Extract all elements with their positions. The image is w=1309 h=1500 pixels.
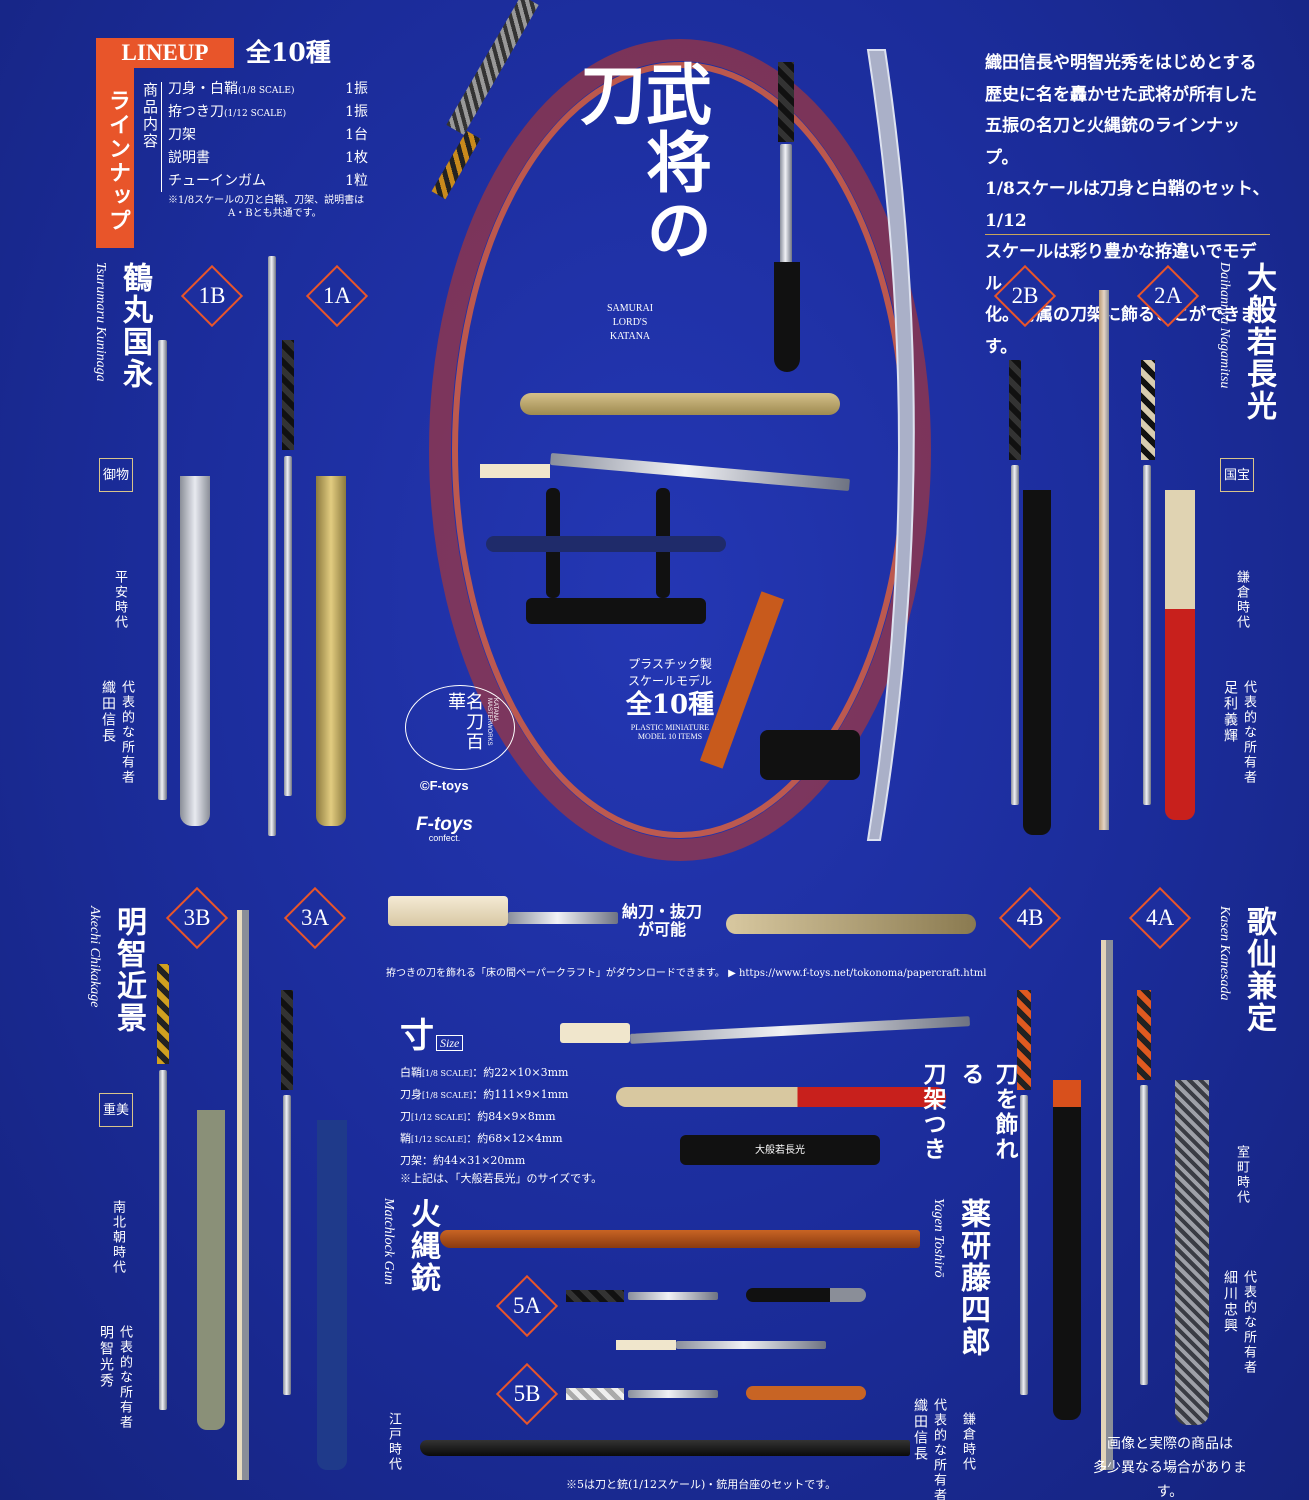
sword-2-seal: 国宝 (1220, 458, 1254, 492)
intro-divider (985, 234, 1270, 235)
size-table: 白鞘[1/8 SCALE]：約22×10×3mm 刀身[1/8 SCALE]：約… (400, 1062, 569, 1171)
badge-5b-marker: 5B (495, 1362, 559, 1426)
sword-4-owner-label: 代表的な所有者 (1240, 1270, 1256, 1375)
yagen-owner: 織田信長 (912, 1398, 928, 1462)
shirasaya-image (480, 452, 860, 522)
sword-1-seal: 御物 (99, 458, 133, 492)
gun-name: 火縄銃 (405, 1198, 440, 1294)
contents-label: 商品内容 (140, 82, 162, 192)
tanto-image-5a (566, 1286, 886, 1316)
sword-3-owner: 明智光秀 (98, 1325, 114, 1389)
lineup-tag: LINEUP (96, 38, 234, 68)
yagen-romaji: Yagen Toshirō (931, 1198, 946, 1278)
size-row: 刀[1/12 SCALE]：約84×9×8mm (400, 1110, 556, 1123)
stand-display-image: 大般若長光 (560, 1015, 980, 1175)
center-model-text: プラスチック製 スケールモデル 全10種 PLASTIC MINIATURE M… (625, 657, 715, 741)
lineup-box: LINEUP 全10種 ラインナップ 商品内容 刀身・白鞘(1/8 SCALE)… (96, 38, 368, 248)
lineup-vertical-label: ラインナップ (96, 68, 134, 248)
lineup-item: 拵つき刀(1/12 SCALE)1振 (168, 104, 368, 120)
stand-feature-label: 刀を飾れる 刀架つき (919, 1062, 1018, 1162)
gun-image-5a (440, 1226, 920, 1256)
sword-1-owner: 織田信長 (100, 680, 116, 744)
sword-3-romaji: Akechi Chikakage (87, 906, 102, 1008)
sword-4-era: 室町時代 (1234, 1145, 1249, 1205)
papercraft-note: 拵つきの刀を飾れる「床の間ペーパークラフト」がダウンロードできます。 ▶ htt… (386, 968, 987, 979)
intro-text: 織田信長や明智光秀をはじめとする 歴史に名を轟かせた武将が所有した 五振の名刀と… (985, 53, 1270, 357)
sword-2-name: 大般若長光 (1241, 262, 1276, 422)
stand-label: 大般若長光 (755, 1145, 805, 1156)
sword-4-image-set (1005, 940, 1225, 1470)
sword-4-romaji: Kasen Kanesada (1217, 906, 1232, 1001)
gun-image-5b (420, 1430, 910, 1470)
center-sword-image (772, 62, 802, 372)
badge-3b: 3B (165, 886, 229, 950)
sword-2-image-set (995, 290, 1215, 835)
yagen-name: 薬研藤四郎 (955, 1198, 990, 1358)
yagen-era: 鎌倉時代 (960, 1412, 975, 1472)
badge-2b: 2B (993, 264, 1057, 328)
sword-2-owner: 足利義輝 (1222, 680, 1238, 744)
sword-2-era: 鎌倉時代 (1234, 570, 1249, 630)
sword-2-romaji: Daihannya Nagamitsu (1217, 262, 1232, 389)
size-row: 白鞘[1/8 SCALE]：約22×10×3mm (400, 1066, 569, 1079)
copyright-text: ©F-toys (420, 778, 469, 793)
sword-3-image-set (145, 910, 355, 1490)
lineup-items: 刀身・白鞘(1/8 SCALE)1振 拵つき刀(1/12 SCALE)1振 刀架… (168, 78, 368, 220)
tanto-image-5b (566, 1384, 886, 1414)
badge-3a: 3A (283, 886, 347, 950)
badge-1a: 1A (305, 264, 369, 328)
sword-stand-image (486, 478, 726, 628)
size-row: 刀架：約44×31×20mm (400, 1154, 526, 1167)
title-text: 武将の刀 (569, 60, 713, 264)
sword-4-name: 歌仙兼定 (1241, 906, 1276, 1034)
gun-note: ※5は刀と銃(1/12スケール)・銃用台座のセットです。 (566, 1478, 837, 1491)
sword-3-name: 明智近景 (111, 906, 146, 1034)
matchlock-gun-image-center (699, 590, 870, 790)
yagen-owner-label: 代表的な所有者 (930, 1398, 946, 1500)
sword-1-name: 鶴丸国永 (117, 262, 152, 390)
tanto-image-shirasaya (616, 1338, 836, 1358)
sword-4-owner: 細川忠興 (1222, 1270, 1238, 1334)
badge-4b: 4B (998, 886, 1062, 950)
gun-era: 江戸時代 (386, 1412, 401, 1472)
badge-5a-marker: 5A (495, 1274, 559, 1338)
sword-3-era: 南北朝時代 (110, 1200, 125, 1275)
sword-1-romaji: Tsurumaru Kuninaga (93, 262, 108, 382)
badge-4a: 4A (1128, 886, 1192, 950)
badge-1b: 1B (180, 264, 244, 328)
size-row: 鞘[1/12 SCALE]：約68×12×4mm (400, 1132, 563, 1145)
sword-1-image-set (140, 256, 370, 836)
sword-1-era: 平安時代 (112, 570, 127, 630)
lineup-count: 全10種 (246, 38, 331, 67)
ftoys-logo: F-toys confect. (416, 814, 473, 843)
gun-romaji: Matchlock Gun (381, 1198, 396, 1285)
lineup-item: 刀身・白鞘(1/8 SCALE)1振 (168, 81, 368, 97)
sword-3-owner-label: 代表的な所有者 (116, 1325, 132, 1430)
badge-2a: 2A (1136, 264, 1200, 328)
size-note: ※上記は、「大般若長光」のサイズです。 (400, 1172, 603, 1185)
katana-sheath-image (480, 385, 870, 425)
sword-1-owner-label: 代表的な所有者 (118, 680, 134, 785)
sheath-demo-image (388, 894, 988, 954)
sword-3-seal: 重美 (99, 1093, 133, 1127)
disclaimer: 画像と実際の商品は 多少異なる場合があります。 (1093, 1436, 1247, 1500)
brand-mark: 名刀百華 KATANA MASTERWORKS (405, 685, 515, 770)
sheath-feature-label: 納刀・抜刀が可能 (622, 902, 703, 940)
sword-2-owner-label: 代表的な所有者 (1240, 680, 1256, 785)
size-row: 刀身[1/8 SCALE]：約111×9×1mm (400, 1088, 569, 1101)
